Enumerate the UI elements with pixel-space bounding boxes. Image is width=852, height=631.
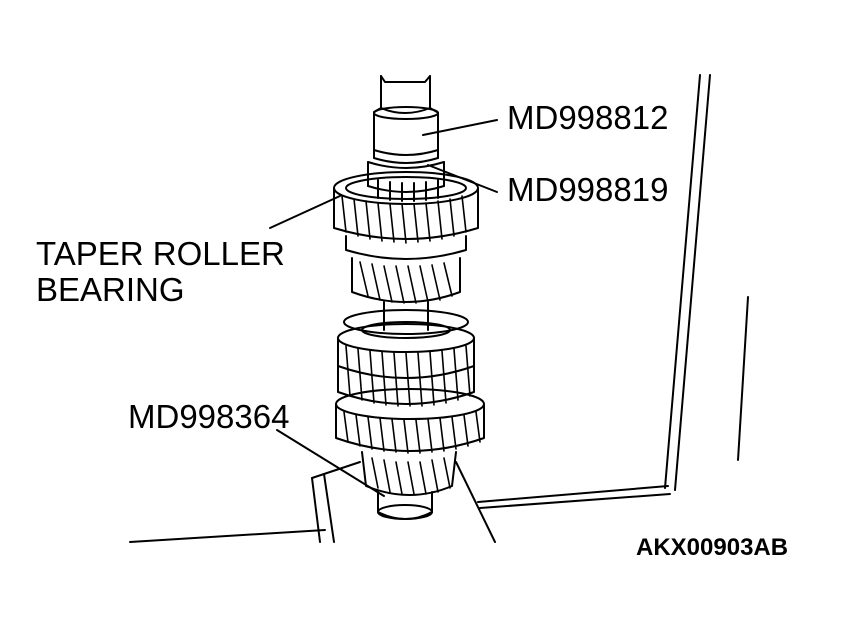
- label-taper-roller-bearing: TAPER ROLLER BEARING: [36, 236, 285, 307]
- figure-code: AKX00903AB: [636, 534, 789, 561]
- label-md998819: MD998819: [507, 171, 669, 208]
- label-md998364: MD998364: [128, 398, 290, 435]
- lower-pinion: [361, 451, 457, 496]
- tool-md998364: [377, 491, 433, 520]
- label-taper-roller-bearing-line1: TAPER ROLLER: [36, 235, 285, 272]
- taper-roller-bearing: [345, 176, 467, 202]
- label-taper-roller-bearing-line2: BEARING: [36, 270, 185, 308]
- upper-gear: [333, 171, 479, 260]
- lower-gear: [335, 388, 485, 454]
- upper-pinion: [351, 257, 461, 304]
- tool-md998812: [373, 75, 439, 164]
- leader-lines: [269, 119, 498, 497]
- press-frame: [129, 74, 749, 543]
- label-md998812: MD998812: [507, 99, 669, 136]
